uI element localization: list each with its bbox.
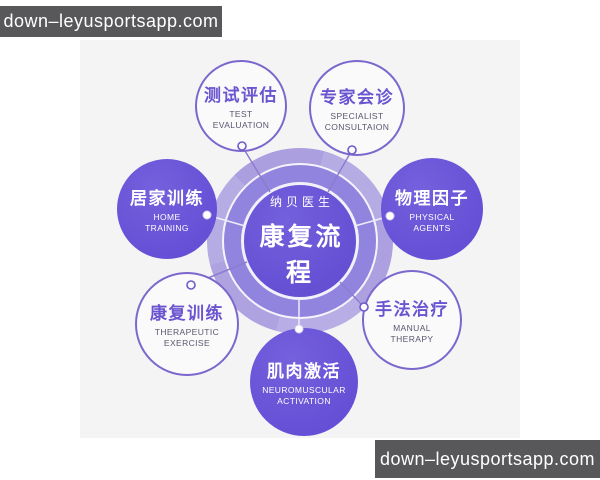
node-en-line2: EXERCISE — [163, 338, 211, 348]
node-en-line1: MANUAL — [393, 322, 431, 333]
node-therapeutic-exercise: 康复训练 THERAPEUTIC EXERCISE — [135, 272, 239, 376]
node-en-line2: ACTIVATION — [277, 396, 331, 406]
node-en-label: MANUAL THERAPY — [391, 323, 434, 346]
watermark-top: down–leyusportsapp.com — [0, 6, 222, 37]
node-en-line1: SPECIALIST — [330, 110, 384, 121]
node-zh-label: 测试评估 — [204, 85, 278, 105]
center-title: 康复流程 — [259, 223, 344, 287]
node-en-line2: TRAINING — [145, 223, 189, 233]
center-circle: 纳贝医生 康复流程 — [241, 182, 359, 300]
node-en-line1: HOME — [153, 211, 181, 222]
node-test-evaluation: 测试评估 TEST EVALUATION — [195, 60, 287, 152]
watermark-bottom-text: down–leyusportsapp.com — [379, 448, 596, 469]
watermark-bottom: down–leyusportsapp.com — [375, 440, 600, 478]
node-en-label: NEUROMUSCULAR ACTIVATION — [262, 385, 346, 408]
node-en-line1: PHYSICAL — [409, 211, 455, 222]
watermark-top-text: down–leyusportsapp.com — [3, 11, 219, 31]
node-zh-label: 康复训练 — [150, 303, 224, 323]
node-en-label: TEST EVALUATION — [213, 109, 270, 132]
node-zh-label: 肌肉激活 — [267, 361, 341, 381]
node-neuromuscular-activation: 肌肉激活 NEUROMUSCULAR ACTIVATION — [250, 328, 358, 436]
node-specialist-consultation: 专家会诊 SPECIALIST CONSULTAION — [309, 60, 405, 156]
node-zh-label: 物理因子 — [395, 188, 469, 208]
node-physical-agents: 物理因子 PHYSICAL AGENTS — [381, 158, 483, 260]
node-zh-label: 专家会诊 — [320, 87, 394, 107]
node-en-line1: NEUROMUSCULAR — [262, 384, 346, 395]
center-subtitle: 纳贝医生 — [269, 195, 334, 209]
node-en-line2: AGENTS — [413, 223, 451, 233]
node-en-label: THERAPEUTIC EXERCISE — [155, 327, 219, 350]
node-zh-label: 居家训练 — [130, 188, 204, 208]
node-en-line1: THERAPEUTIC — [154, 326, 220, 337]
node-en-label: HOME TRAINING — [145, 212, 189, 235]
node-manual-therapy: 手法治疗 MANUAL THERAPY — [362, 270, 462, 370]
node-home-training: 居家训练 HOME TRAINING — [117, 159, 217, 259]
node-en-label: SPECIALIST CONSULTAION — [325, 111, 390, 134]
node-en-label: PHYSICAL AGENTS — [409, 212, 454, 235]
node-en-line2: THERAPY — [390, 334, 434, 344]
node-en-line2: EVALUATION — [212, 120, 270, 130]
node-en-line2: CONSULTAION — [324, 122, 390, 132]
node-zh-label: 手法治疗 — [375, 299, 449, 319]
node-en-line1: TEST — [229, 108, 253, 119]
